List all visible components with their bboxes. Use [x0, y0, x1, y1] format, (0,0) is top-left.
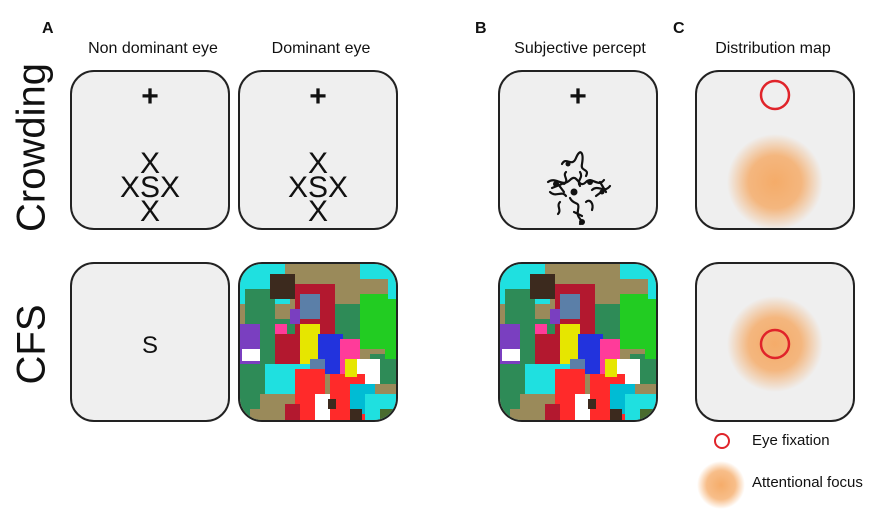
cfs-distribution-map-box	[695, 262, 855, 422]
mondrian-patch	[275, 324, 287, 334]
crowding-flanker-middle: XSX	[287, 171, 349, 204]
cfs-subjective-percept-mondrian-box	[498, 262, 658, 422]
row-label-cfs: CFS	[9, 304, 54, 385]
mondrian-patch	[300, 324, 320, 369]
crowding-flanker-top: X	[139, 147, 160, 180]
mondrian-patch	[605, 359, 617, 377]
attentional-focus-blob	[727, 296, 823, 392]
mondrian-patch	[315, 394, 330, 420]
mondrian-patch	[385, 319, 396, 359]
crowding-subjective-percept-box: +	[498, 70, 658, 230]
mondrian-patch	[645, 319, 656, 359]
mondrian-patch	[300, 294, 320, 319]
mondrian-patch	[530, 274, 555, 299]
mondrian-patch	[570, 359, 585, 369]
legend-eye-fixation-label: Eye fixation	[752, 432, 830, 449]
eye-fixation-ring	[759, 328, 791, 360]
mondrian-patch	[550, 309, 560, 324]
mondrian-patch	[310, 359, 325, 369]
column-title-subjective-percept: Subjective percept	[514, 40, 646, 57]
eye-fixation-ring	[759, 79, 791, 111]
mondrian-patch	[535, 334, 560, 364]
mondrian-patch	[560, 294, 580, 319]
panel-letter-c: C	[673, 20, 685, 37]
legend-eye-fixation-icon	[714, 433, 730, 449]
mondrian-patch	[510, 409, 525, 420]
mondrian-patch	[328, 399, 336, 409]
mondrian-patch	[620, 314, 645, 349]
mondrian-patch	[285, 404, 300, 420]
crowding-distribution-map-box	[695, 70, 855, 230]
mondrian-patch	[502, 349, 520, 361]
mondrian-patch	[588, 399, 596, 409]
mondrian-patch	[535, 324, 547, 334]
column-title-non-dominant-eye: Non dominant eye	[88, 40, 218, 57]
column-title-dominant-eye: Dominant eye	[271, 40, 371, 57]
mondrian-patch	[380, 409, 396, 420]
mondrian-patch	[360, 264, 396, 279]
attentional-focus-blob	[727, 134, 823, 228]
crowding-flanker-middle: XSX	[119, 171, 181, 204]
mondrian-patch	[648, 279, 656, 299]
crowding-flanker-top: X	[307, 147, 328, 180]
mondrian-patch	[250, 409, 265, 420]
cfs-non-dominant-eye-box: S	[70, 262, 230, 422]
panel-letter-b: B	[475, 20, 487, 37]
cfs-dominant-eye-mondrian-box	[238, 262, 398, 422]
fixation-cross: +	[141, 80, 159, 113]
crowding-flanker-bottom: X	[139, 195, 160, 228]
panel-letter-a: A	[42, 20, 54, 37]
crowding-flanker-bottom: X	[307, 195, 328, 228]
mondrian-patch	[345, 359, 357, 377]
mondrian-patch	[545, 404, 560, 420]
mondrian-pattern	[240, 264, 396, 420]
crowding-non-dominant-eye-box: + X XSX X	[70, 70, 230, 230]
mondrian-patch	[350, 409, 362, 420]
mondrian-patch	[640, 409, 656, 420]
cfs-target-letter: S	[141, 332, 158, 359]
fixation-cross: +	[309, 80, 327, 113]
fixation-cross: +	[569, 80, 587, 113]
mondrian-patch	[388, 279, 396, 299]
mondrian-pattern	[500, 264, 656, 420]
mondrian-patch	[242, 349, 260, 361]
mondrian-patch	[560, 324, 580, 369]
mondrian-patch	[270, 274, 295, 299]
mondrian-patch	[275, 334, 300, 364]
crowding-dominant-eye-box: + X XSX X	[238, 70, 398, 230]
mondrian-patch	[575, 394, 590, 420]
legend-attentional-focus-label: Attentional focus	[752, 474, 863, 491]
row-label-crowding: Crowding	[9, 63, 54, 232]
mondrian-patch	[610, 409, 622, 420]
legend-attentional-focus-icon	[697, 461, 745, 509]
jumbled-letters-scribble	[546, 151, 612, 226]
mondrian-patch	[360, 314, 385, 349]
column-title-distribution-map: Distribution map	[715, 40, 831, 57]
mondrian-patch	[620, 264, 656, 279]
mondrian-patch	[290, 309, 300, 324]
